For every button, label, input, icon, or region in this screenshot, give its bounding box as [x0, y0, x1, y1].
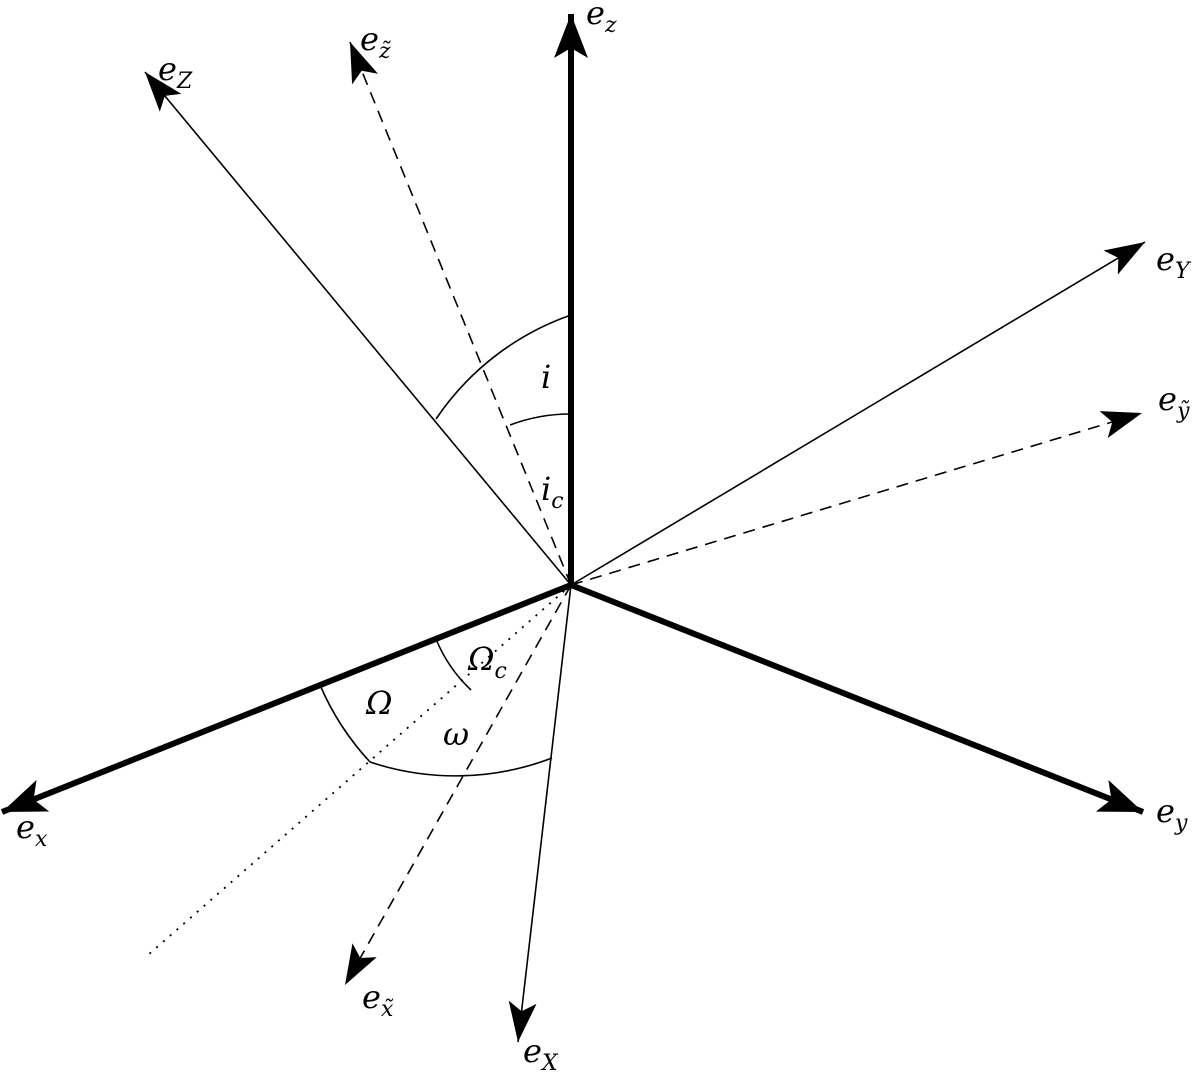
label-angle-ic: ic — [541, 470, 564, 514]
label-angle-omega: ω — [443, 715, 469, 753]
label-e-x-tilde: ex̃ — [362, 978, 394, 1022]
angle-arc-Omega — [319, 684, 371, 763]
angle-arc-i — [435, 314, 572, 420]
e-z-tilde-axis — [349, 41, 572, 586]
label-eZ: eZ — [158, 50, 193, 94]
label-ex: ex — [16, 808, 48, 852]
eZ-axis — [144, 71, 572, 586]
label-e-z-tilde: ez̃ — [360, 20, 391, 64]
label-angle-Omegac: Ωc — [467, 640, 507, 684]
label-eX: eX — [523, 1032, 559, 1076]
angle-arc-Omegac — [435, 638, 472, 691]
label-e-y-tilde: eỹ — [1158, 380, 1190, 424]
angle-arc-ic — [509, 413, 572, 426]
e-y-tilde-axis — [570, 411, 1143, 586]
node-line — [147, 584, 572, 956]
label-ez: ez — [586, 0, 617, 38]
label-angle-i: i — [541, 358, 551, 396]
ey-axis — [569, 582, 1145, 815]
label-angle-Omega: Ω — [365, 684, 393, 722]
label-ey: ey — [1156, 792, 1188, 836]
ex-axis — [0, 582, 573, 815]
angle-arc-omega — [369, 757, 553, 777]
e-x-tilde-axis — [344, 584, 572, 986]
label-eY: eY — [1156, 240, 1192, 284]
eX-axis — [508, 584, 572, 1043]
eY-axis — [570, 241, 1146, 586]
